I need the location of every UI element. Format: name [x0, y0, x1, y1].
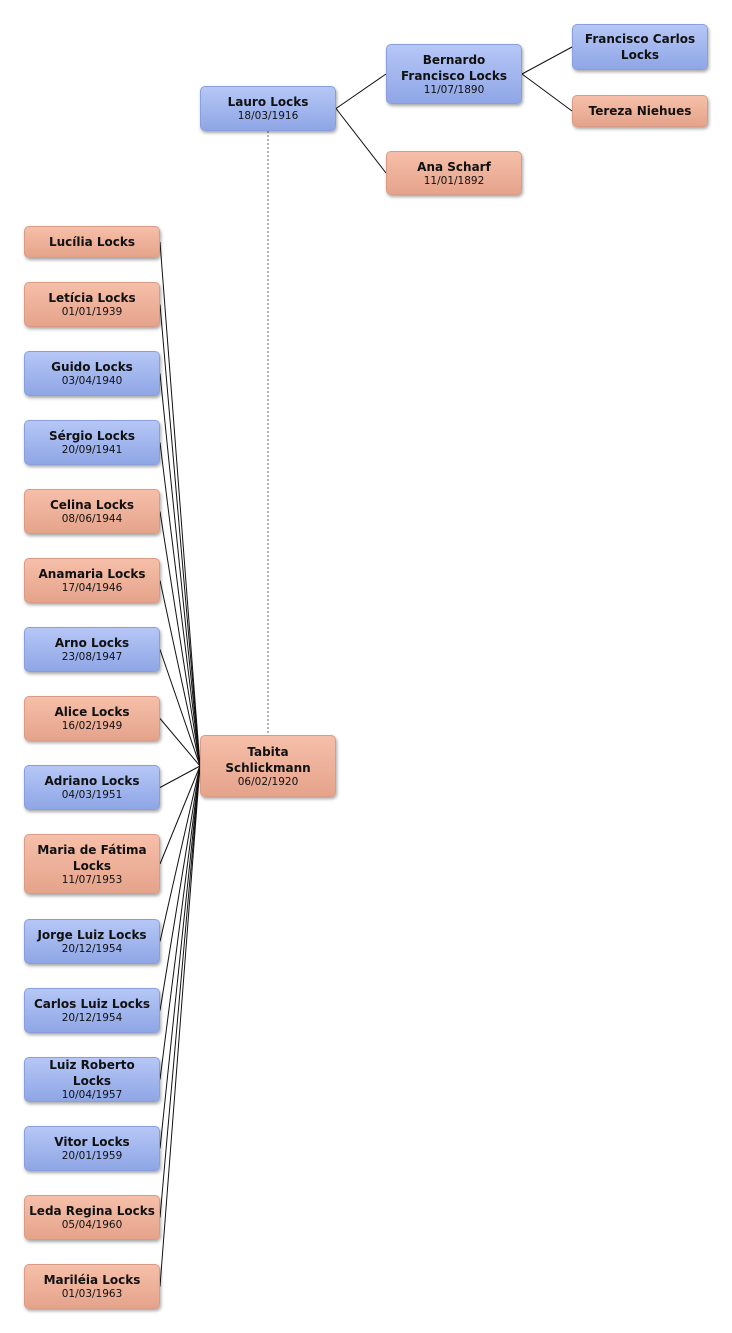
person-tereza-niehues[interactable]: Tereza Niehues: [572, 95, 708, 127]
person-name: Francisco Carlos Locks: [584, 32, 696, 62]
person-francisco-carlos-locks[interactable]: Francisco Carlos Locks: [572, 24, 708, 70]
person-name: Jorge Luiz Locks: [37, 928, 147, 942]
person-child[interactable]: Maria de Fátima Locks 11/07/1953: [24, 834, 160, 894]
person-child[interactable]: Carlos Luiz Locks 20/12/1954: [24, 988, 160, 1033]
person-name: Letícia Locks: [48, 291, 136, 305]
person-birth-date: 08/06/1944: [61, 513, 123, 525]
connector-child: [159, 649, 201, 767]
person-name: Ana Scharf: [417, 159, 491, 174]
person-birth-date: 05/04/1960: [61, 1219, 123, 1231]
person-child[interactable]: Jorge Luiz Locks 20/12/1954: [24, 919, 160, 964]
person-name: Anamaria Locks: [38, 567, 146, 581]
person-birth-date: 23/08/1947: [61, 651, 123, 663]
connector-bernardo-tereza: [521, 73, 573, 112]
connector-child: [159, 765, 201, 942]
person-name: Carlos Luiz Locks: [33, 997, 151, 1011]
person-child[interactable]: Vitor Locks 20/01/1959: [24, 1126, 160, 1171]
person-child[interactable]: Alice Locks 16/02/1949: [24, 696, 160, 741]
person-name: Bernardo Francisco Locks: [400, 52, 508, 83]
person-child[interactable]: Arno Locks 23/08/1947: [24, 627, 160, 672]
person-birth-date: 11/07/1953: [61, 873, 123, 886]
connector-child: [159, 373, 201, 767]
person-name: Celina Locks: [49, 498, 135, 512]
person-name: Alice Locks: [54, 705, 130, 719]
person-name: Guido Locks: [51, 360, 133, 374]
person-name: Mariléia Locks: [43, 1273, 141, 1287]
person-birth-date: 11/01/1892: [423, 174, 485, 187]
connector-child: [159, 765, 201, 865]
connector-child: [159, 765, 201, 1287]
person-name: Vitor Locks: [54, 1135, 130, 1149]
person-child[interactable]: Celina Locks 08/06/1944: [24, 489, 160, 534]
connector-child: [159, 718, 201, 767]
connector-child: [159, 765, 201, 1011]
person-birth-date: 18/03/1916: [237, 110, 299, 122]
person-birth-date: 11/07/1890: [423, 83, 485, 96]
person-child[interactable]: Mariléia Locks 01/03/1963: [24, 1264, 160, 1309]
person-birth-date: 06/02/1920: [237, 775, 299, 788]
connector-child: [159, 765, 201, 1149]
connector-child: [159, 765, 201, 1218]
person-lauro-locks[interactable]: Lauro Locks 18/03/1916: [200, 86, 336, 131]
person-name: Sérgio Locks: [49, 429, 135, 443]
connector-child: [159, 511, 201, 767]
person-birth-date: 01/01/1939: [61, 306, 123, 318]
person-child[interactable]: Lucília Locks: [24, 226, 160, 258]
connector-child: [159, 304, 201, 767]
connector-bernardo-francisco: [521, 46, 573, 75]
person-ana-scharf[interactable]: Ana Scharf 11/01/1892: [386, 151, 522, 195]
person-child[interactable]: Leda Regina Locks 05/04/1960: [24, 1195, 160, 1240]
person-name: Maria de Fátima Locks: [37, 842, 147, 873]
person-child[interactable]: Guido Locks 03/04/1940: [24, 351, 160, 396]
person-birth-date: 01/03/1963: [61, 1288, 123, 1300]
person-birth-date: 20/01/1959: [61, 1150, 123, 1162]
person-name: Arno Locks: [54, 636, 130, 650]
connector-child: [159, 765, 201, 788]
person-name: Lauro Locks: [227, 95, 309, 109]
person-child[interactable]: Luiz Roberto Locks 10/04/1957: [24, 1057, 160, 1102]
person-name: Luiz Roberto Locks: [49, 1058, 135, 1088]
person-child[interactable]: Letícia Locks 01/01/1939: [24, 282, 160, 327]
person-bernardo-francisco-locks[interactable]: Bernardo Francisco Locks 11/07/1890: [386, 44, 522, 104]
connector-child: [159, 765, 201, 1080]
person-tabita-schlickmann[interactable]: Tabita Schlickmann 06/02/1920: [200, 735, 336, 797]
person-child[interactable]: Sérgio Locks 20/09/1941: [24, 420, 160, 465]
person-birth-date: 20/12/1954: [61, 943, 123, 955]
connector-child: [159, 580, 201, 767]
person-birth-date: 10/04/1957: [61, 1089, 123, 1101]
connector-child: [159, 241, 201, 767]
person-name: Adriano Locks: [44, 774, 140, 788]
connector-lauro-ana: [335, 108, 387, 174]
person-name: Tabita Schlickmann: [225, 744, 311, 775]
person-name: Leda Regina Locks: [29, 1204, 155, 1218]
person-birth-date: 17/04/1946: [61, 582, 123, 594]
person-birth-date: 20/09/1941: [61, 444, 123, 456]
connector-lauro-bernardo: [335, 73, 387, 109]
person-name: Tereza Niehues: [588, 104, 692, 118]
person-birth-date: 03/04/1940: [61, 375, 123, 387]
person-child[interactable]: Adriano Locks 04/03/1951: [24, 765, 160, 810]
person-child[interactable]: Anamaria Locks 17/04/1946: [24, 558, 160, 603]
person-birth-date: 20/12/1954: [61, 1012, 123, 1024]
person-name: Lucília Locks: [48, 235, 136, 249]
person-birth-date: 16/02/1949: [61, 720, 123, 732]
connector-child: [159, 442, 201, 767]
person-birth-date: 04/03/1951: [61, 789, 123, 801]
